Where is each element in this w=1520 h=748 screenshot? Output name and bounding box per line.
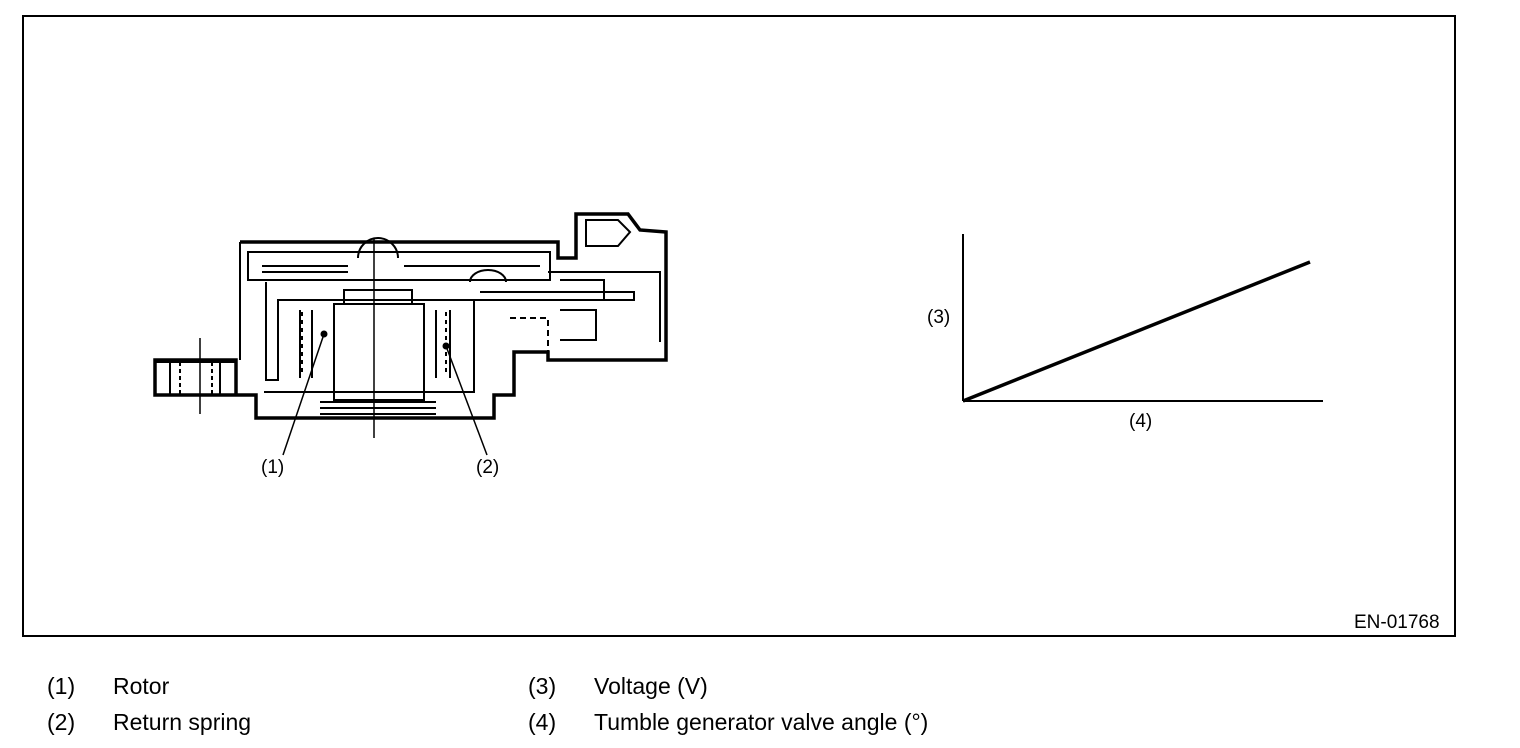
connector [469,219,661,342]
graph-output-line [962,260,1311,403]
legend-item-voltage: (3) [528,673,556,699]
legend-text-rotor: Rotor [113,673,170,699]
figure-code: EN-01768 [1354,612,1440,633]
legend-text-voltage: Voltage (V) [594,673,708,699]
callout-rotor: (1) [261,457,285,478]
legend-number: (2) [47,709,76,735]
graph-x-axis-label: (4) [1129,411,1153,432]
legend-text-valve-angle: Tumble generator valve angle (°) [594,709,929,735]
legend-item-valve-angle: (4) [528,709,556,735]
mounting-flange [155,361,236,395]
legend-text-return-spring: Return spring [113,709,252,735]
legend-number: (1) [47,673,76,699]
sensor-housing-outline [153,212,668,420]
legend-item-return-spring: (2) [47,709,75,735]
top-cover [247,251,551,281]
figure-frame [22,15,1456,637]
callout-return-spring: (2) [476,457,500,478]
legend-number: (3) [528,673,557,699]
leader-line-1 [282,333,325,456]
rotor-body [333,303,425,401]
voltage-angle-graph [962,234,1323,403]
sensor-cross-section [153,212,668,456]
leader-line-2 [445,345,488,456]
legend-item-rotor: (1) [47,673,75,699]
graph-y-axis-label: (3) [927,307,951,328]
legend-number: (4) [528,709,557,735]
